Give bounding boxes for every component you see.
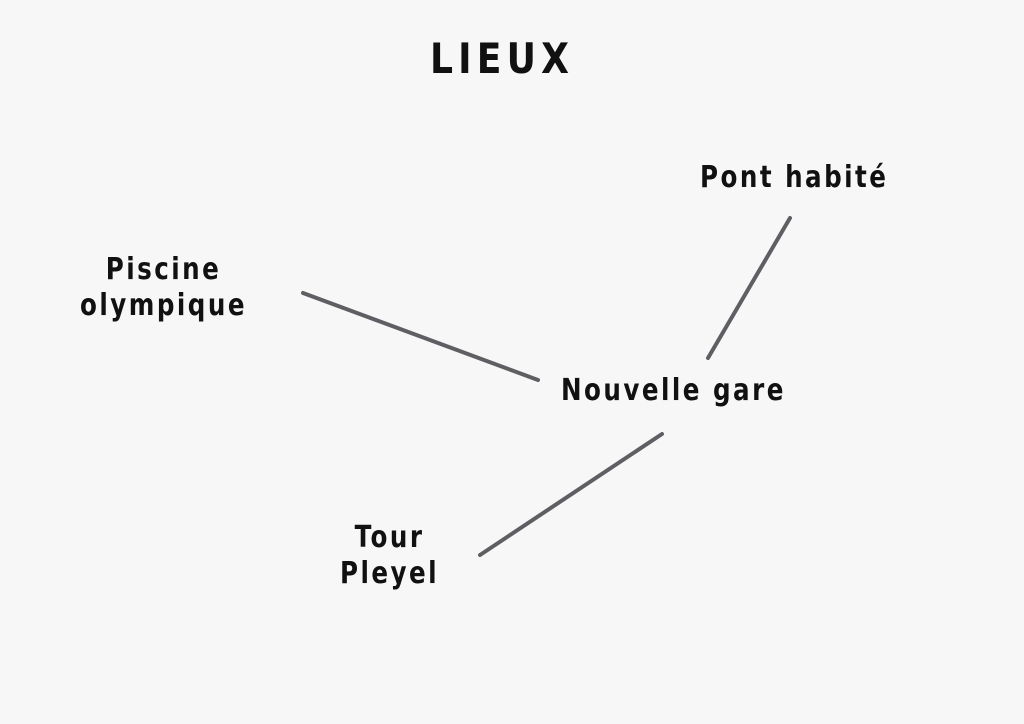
diagram-title: LIEUX <box>430 34 575 83</box>
node-nouvelle-gare: Nouvelle gare <box>561 373 786 408</box>
edge-gare-tour <box>478 432 664 557</box>
node-tour-pleyel: Tour Pleyel <box>340 520 440 591</box>
edge-gare-piscine <box>301 291 540 382</box>
node-pont-habite: Pont habité <box>700 160 889 195</box>
node-piscine-olympique: Piscine olympique <box>80 252 247 323</box>
edge-gare-pont <box>706 216 792 360</box>
